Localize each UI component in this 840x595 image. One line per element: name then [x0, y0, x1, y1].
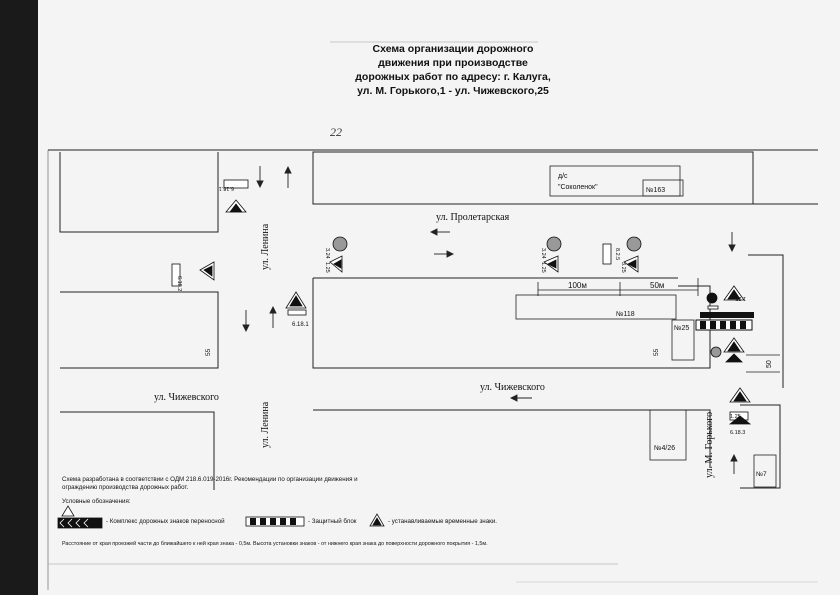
- title-line: движения при производстве: [378, 57, 528, 69]
- protective-block-barrier: [695, 312, 754, 331]
- street-proletarskaya: ул. Пролетарская: [436, 212, 510, 223]
- sign-group-proletarskaya-3: [602, 236, 642, 273]
- sign-6-18-1-mid-label: 6.18.1: [292, 322, 309, 328]
- building-7: [753, 454, 777, 488]
- kindergarten-building: [549, 165, 681, 197]
- street-chizhevskogo-right: ул. Чижевского: [480, 382, 545, 393]
- dimension-50-side: 50: [766, 360, 773, 368]
- sign-6-18-3-label: 6.18.3: [730, 430, 745, 436]
- street-gorkogo: ул. М. Горького: [704, 412, 715, 478]
- building-25: [671, 319, 695, 361]
- sign-group-lenina-right: [285, 291, 307, 316]
- sign-1-25-gorkogo-top-label: 1.25: [735, 295, 746, 301]
- legend-title: Условные обозначения:: [62, 498, 131, 505]
- scheme-title: Схема организации дорожного движения при…: [338, 42, 568, 98]
- sign-group-lenina-left: [171, 261, 215, 287]
- sign-1-25-label-2: 1.25: [540, 262, 546, 273]
- note-distance: Расстояние от края проезжей части до бли…: [62, 541, 488, 547]
- sign-6-18-1-top-label: 6.18.1: [219, 185, 234, 191]
- dimension-50m: 50м: [650, 281, 664, 290]
- kindergarten-label-2: "Соколенок": [558, 184, 598, 191]
- house-number-55-left: 55: [205, 348, 212, 356]
- building-163: [642, 179, 684, 197]
- kindergarten-label-1: д/с: [558, 173, 568, 180]
- sign-3-25-label: 3.25: [620, 262, 626, 273]
- sign-group-gorkogo-bottom: [710, 337, 745, 363]
- legend-block-label: - Защитный блок: [308, 518, 357, 525]
- street-lenina-bottom: ул. Ленина: [260, 401, 271, 448]
- sign-1-25-gorkogo-south-label: 1.25: [730, 414, 741, 420]
- legend-temp-sign-label: - устанавливаемые временные знаки.: [388, 518, 498, 525]
- title-line: ул. М. Горького,1 - ул. Чижевского,25: [357, 85, 549, 97]
- sign-group-lenina-top: [223, 179, 249, 213]
- sign-8-2-5-label: 8.2.5: [614, 248, 620, 260]
- building-118-label: №118: [616, 311, 635, 318]
- sign-1-25-label-1: 1.25: [324, 262, 330, 273]
- legend-portable-sign-symbol: [57, 505, 103, 529]
- building-118: [515, 294, 677, 320]
- building-163-label: №163: [646, 187, 665, 194]
- dimension-lines: [537, 278, 780, 373]
- building-25-label: №25: [674, 325, 689, 332]
- sign-3-24-label-1: 3.24: [324, 248, 330, 259]
- traffic-arrows: [242, 165, 738, 474]
- house-number-55-right: 55: [653, 348, 660, 356]
- road-scheme-diagram: 22: [47, 41, 818, 590]
- sign-group-gorkogo-south: [728, 387, 752, 425]
- block-outlines: [59, 151, 818, 490]
- sign-group-proletarskaya-1: [329, 236, 348, 273]
- sign-group-gorkogo-top: [706, 285, 745, 310]
- building-7-label: №7: [756, 471, 767, 478]
- legend-portable-label: - Комплекс дорожных знаков переносной: [106, 518, 225, 525]
- sign-6-18-2-label: 6.18.2: [176, 276, 182, 291]
- building-4-26: [649, 409, 687, 461]
- dimension-100m: 100м: [568, 281, 587, 290]
- legend-protective-block-symbol: [245, 516, 305, 527]
- street-lenina-top: ул. Ленина: [260, 223, 271, 270]
- sign-group-proletarskaya-2: [543, 236, 562, 273]
- street-chizhevskogo-left: ул. Чижевского: [154, 392, 219, 403]
- legend-temporary-sign-symbol: [369, 513, 385, 527]
- title-line: Схема организации дорожного: [372, 43, 534, 55]
- building-4-26-label: №4/26: [654, 445, 675, 452]
- title-line: дорожных работ по адресу: г. Калуга,: [355, 71, 551, 83]
- handwritten-mark: 22: [330, 125, 342, 139]
- sign-3-24-label-2: 3.24: [540, 248, 546, 259]
- note-line-2: ограждению производства дорожных работ.: [62, 484, 189, 491]
- note-line-1: Схема разработана в соответствии с ОДМ 2…: [62, 476, 358, 483]
- scheme-sheet: Схема организации дорожного движения при…: [38, 0, 840, 595]
